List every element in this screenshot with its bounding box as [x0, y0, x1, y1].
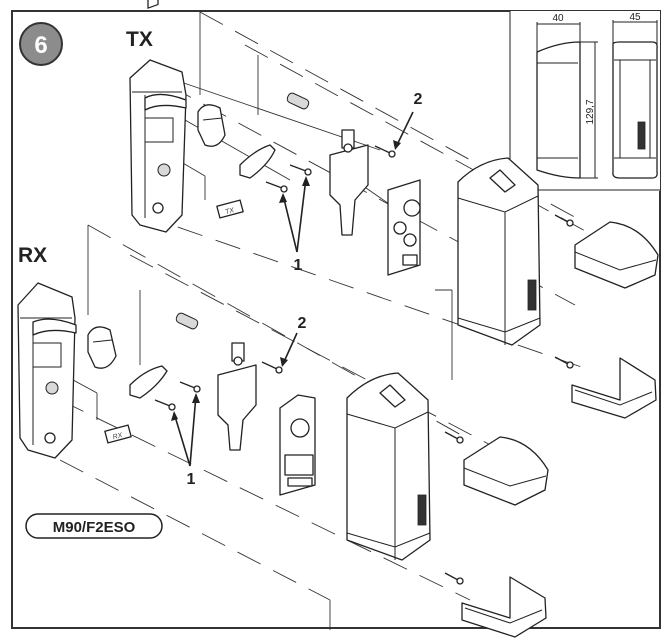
rx-assembly: RX 1: [17, 282, 549, 638]
step-badge: 6: [19, 22, 63, 66]
rx-screw-1b: [179, 381, 201, 393]
tx-circuit-board: [387, 179, 421, 276]
tx-board-holder: [329, 129, 369, 236]
tx-screw-1b: [289, 164, 312, 176]
tx-tag: TX: [216, 199, 244, 219]
step-badge-circle: [19, 22, 63, 66]
tx-title: TX: [126, 28, 153, 51]
dim-width-front: 45: [629, 12, 641, 23]
tx-clamp: [239, 144, 276, 179]
tx-screw-2: [374, 145, 396, 158]
side-view-drawing: 40 129,7: [536, 13, 598, 179]
figure-frame: [11, 10, 661, 629]
rx-circuit-board: [279, 394, 316, 496]
dim-height: 129,7: [585, 99, 596, 124]
brand-logo-mark: [637, 121, 646, 150]
tx-latch: [197, 104, 226, 147]
rx-callout-2-label: 2: [298, 315, 307, 332]
rx-bottom-cap: [461, 576, 547, 638]
rx-base-housing: [17, 282, 77, 459]
rx-latch: [87, 326, 117, 369]
tx-cover: [457, 157, 541, 346]
tx-top-cap: [574, 221, 659, 289]
tx-assembly: TX: [129, 0, 659, 419]
model-label-box: [25, 513, 163, 539]
rx-brand-logo: [417, 494, 427, 526]
tx-callout-1: 1: [279, 176, 310, 274]
tx-bottom-cap: [571, 357, 657, 419]
dimensions-inset: 40 129,7 45: [509, 11, 660, 191]
rx-screw-2: [261, 361, 283, 374]
rx-board-holder: [217, 342, 257, 451]
rx-screw-1a: [154, 399, 176, 411]
rx-callout-1: 1: [171, 393, 200, 488]
rx-callout-2: 2: [280, 315, 307, 367]
rx-spring: [175, 312, 199, 330]
rx-tag-label: RX: [112, 432, 124, 441]
rx-top-cap: [463, 436, 549, 506]
tx-screw-1a: [265, 181, 288, 193]
dim-width-side: 40: [552, 13, 564, 24]
rx-tag: RX: [104, 424, 132, 444]
tx-callout-2-label: 2: [414, 91, 423, 108]
rx-cover: [346, 372, 431, 561]
model-label: M90/F2ESO: [25, 513, 163, 539]
tx-spring: [286, 92, 310, 110]
tx-base-housing: [129, 0, 187, 233]
rx-title: RX: [18, 244, 47, 267]
tx-callout-1-label: 1: [294, 257, 303, 274]
rx-callout-1-label: 1: [187, 471, 196, 488]
front-view-drawing: 45: [612, 12, 658, 179]
rx-cover-screw-top: [444, 431, 464, 444]
tx-callout-2: 2: [393, 91, 423, 150]
tx-cover-screw-bottom: [554, 356, 574, 369]
tx-brand-logo: [527, 279, 537, 311]
rx-cover-screw-bottom: [444, 572, 464, 585]
tx-tag-label: TX: [224, 207, 235, 216]
tx-cover-screw-top: [554, 214, 574, 227]
rx-clamp: [129, 365, 168, 399]
model-label-text: M90/F2ESO: [53, 519, 136, 536]
step-number: 6: [34, 32, 47, 59]
